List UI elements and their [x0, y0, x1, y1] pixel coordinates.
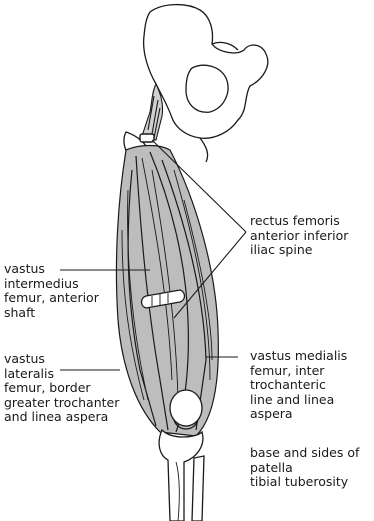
- vastus-medialis-name: vastus medialis: [250, 349, 347, 364]
- pelvis-bone: [144, 5, 268, 162]
- vastus-intermedius-name: vastus: [4, 262, 99, 277]
- vastus-intermedius-label: vastus intermedius femur, anterior shaft: [4, 262, 99, 320]
- vastus-intermedius-attachment: femur, anterior: [4, 291, 99, 306]
- vastus-lateralis-label: vastus lateralis femur, border greater t…: [4, 352, 119, 425]
- tendon-attachment-marker: [140, 134, 154, 142]
- vastus-medialis-attachment-2: trochanteric: [250, 378, 347, 393]
- rectus-femoris-tendon: [142, 84, 163, 140]
- insertion-label: base and sides of patella tibial tuberos…: [250, 446, 359, 490]
- patella: [170, 390, 202, 429]
- vastus-medialis-attachment-4: aspera: [250, 407, 347, 422]
- insertion-line-2: patella: [250, 461, 359, 476]
- rectus-femoris-origin-2: iliac spine: [250, 243, 348, 258]
- vastus-intermedius-attachment-2: shaft: [4, 306, 99, 321]
- rectus-femoris-origin: anterior inferior: [250, 229, 348, 244]
- insertion-line-1: base and sides of: [250, 446, 359, 461]
- vastus-lateralis-name-2: lateralis: [4, 367, 119, 382]
- vastus-intermedius-name-2: intermedius: [4, 277, 99, 292]
- vastus-lateralis-name: vastus: [4, 352, 119, 367]
- quadriceps-muscle-group: [116, 146, 218, 437]
- vastus-lateralis-attachment-3: and linea aspera: [4, 410, 119, 425]
- rectus-femoris-label: rectus femoris anterior inferior iliac s…: [250, 214, 348, 258]
- vastus-lateralis-attachment-2: greater trochanter: [4, 396, 119, 411]
- insertion-line-3: tibial tuberosity: [250, 475, 359, 490]
- vastus-medialis-attachment-3: line and linea: [250, 393, 347, 408]
- vastus-lateralis-attachment: femur, border: [4, 381, 119, 396]
- vastus-medialis-label: vastus medialis femur, inter trochanteri…: [250, 349, 347, 422]
- rectus-femoris-name: rectus femoris: [250, 214, 348, 229]
- lower-leg-bones: [159, 430, 204, 521]
- vastus-medialis-attachment: femur, inter: [250, 364, 347, 379]
